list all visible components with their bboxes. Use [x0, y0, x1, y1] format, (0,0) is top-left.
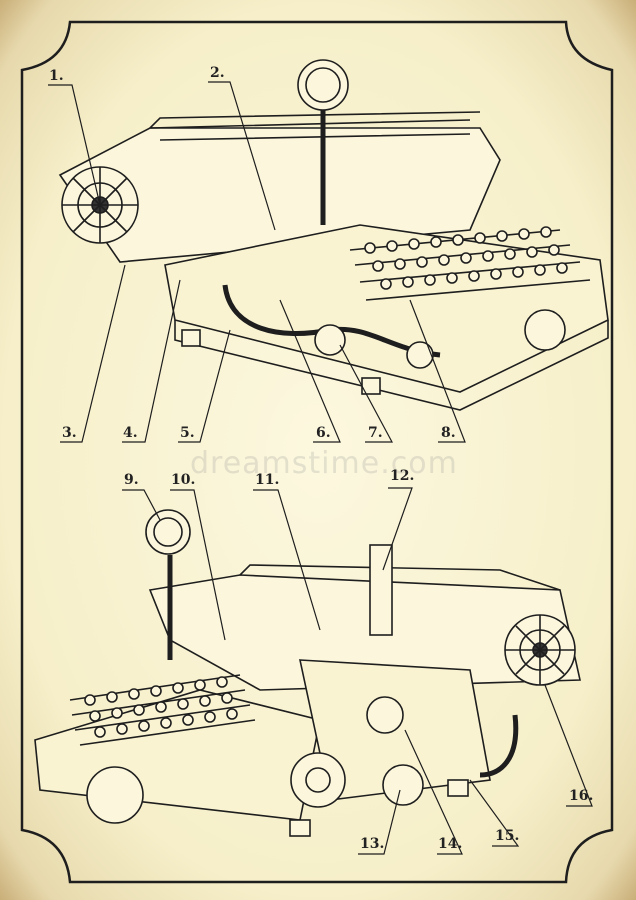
- callout-9: 9.: [124, 472, 139, 488]
- callout-2: 2.: [210, 65, 225, 81]
- callout-10: 10.: [171, 472, 196, 488]
- callout-14: 14.: [438, 836, 463, 852]
- callout-8: 8.: [441, 425, 456, 441]
- callout-3: 3.: [62, 425, 77, 441]
- watermark-text: dreamstime.com: [190, 446, 458, 481]
- callout-1: 1.: [49, 68, 64, 84]
- callout-16: 16.: [569, 788, 594, 804]
- callout-12: 12.: [390, 468, 415, 484]
- callout-4: 4.: [123, 425, 138, 441]
- callout-5: 5.: [180, 425, 195, 441]
- callout-6: 6.: [316, 425, 331, 441]
- callout-15: 15.: [495, 828, 520, 844]
- callout-13: 13.: [360, 836, 385, 852]
- callout-7: 7.: [368, 425, 383, 441]
- callout-11: 11.: [255, 472, 280, 488]
